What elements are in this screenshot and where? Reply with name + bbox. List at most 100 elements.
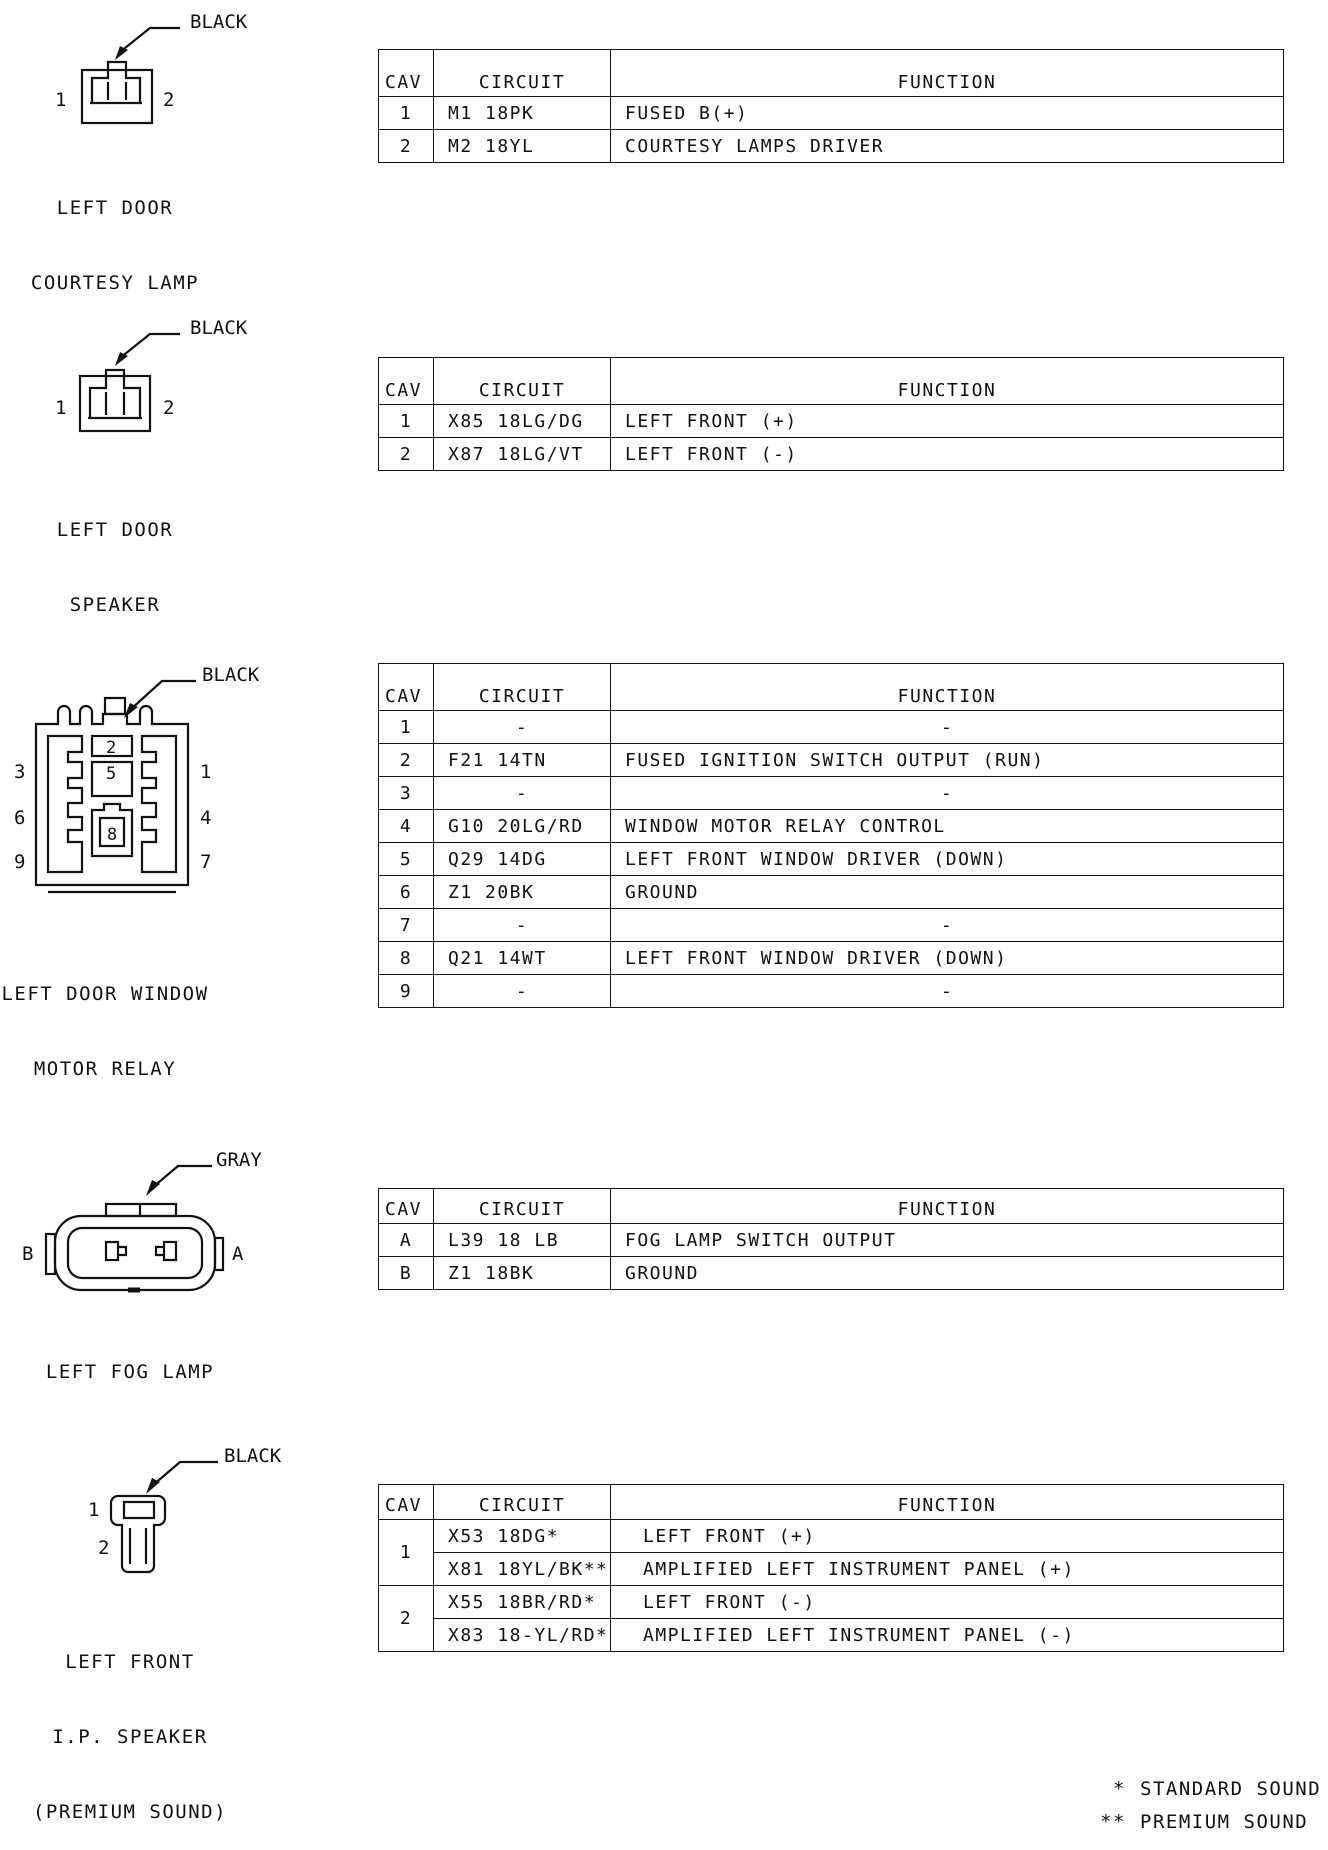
legend-symbol: * bbox=[1113, 1778, 1126, 1800]
table-header-row: CAV CIRCUIT FUNCTION bbox=[378, 1484, 1284, 1520]
pin-label: 9 bbox=[14, 851, 25, 873]
header-cav: CAV bbox=[378, 49, 434, 97]
window-relay-connector-diagram: BLACK 3 1 2 5 6 4 8 9 7 bbox=[14, 664, 260, 894]
table-row: 3 - - bbox=[378, 776, 1284, 810]
connector-title: LEFT DOOR WINDOW MOTOR RELAY bbox=[0, 932, 210, 1107]
pointer-arrow-icon bbox=[146, 1478, 160, 1494]
cav-cell: 2 bbox=[378, 743, 434, 777]
function-cell: WINDOW MOTOR RELAY CONTROL bbox=[610, 809, 1284, 843]
header-function: FUNCTION bbox=[610, 49, 1284, 97]
table-row: A L39 18 LB FOG LAMP SWITCH OUTPUT bbox=[378, 1223, 1284, 1257]
pin-label: 3 bbox=[14, 761, 25, 783]
title-line: SPEAKER bbox=[69, 594, 161, 616]
door-speaker-connector-diagram: BLACK 1 2 bbox=[55, 317, 248, 433]
function-cell: AMPLIFIED LEFT INSTRUMENT PANEL (+) bbox=[610, 1552, 1284, 1586]
pin-label: 1 bbox=[88, 1499, 99, 1521]
courtesy-lamp-pin-table: CAV CIRCUIT FUNCTION 1 M1 18PK FUSED B(+… bbox=[378, 49, 1284, 163]
header-circuit: CIRCUIT bbox=[433, 357, 611, 405]
connector-color-label: BLACK bbox=[202, 664, 260, 686]
header-function: FUNCTION bbox=[610, 357, 1284, 405]
function-cell: - bbox=[610, 908, 1284, 942]
function-cell: - bbox=[610, 776, 1284, 810]
table-row: 2 X87 18LG/VT LEFT FRONT (-) bbox=[378, 437, 1284, 471]
pointer-arrow-icon bbox=[115, 352, 128, 366]
fog-lamp-connector-diagram: GRAY B A bbox=[22, 1149, 262, 1293]
title-line: (PREMIUM SOUND) bbox=[32, 1801, 228, 1823]
function-cell: LEFT FRONT (-) bbox=[610, 437, 1284, 471]
pointer-arrow-icon bbox=[115, 46, 128, 60]
pin-label: 2 bbox=[163, 397, 174, 419]
pin-label: 4 bbox=[200, 807, 211, 829]
circuit-cell: X55 18BR/RD* bbox=[433, 1585, 611, 1619]
circuit-cell: Z1 20BK bbox=[433, 875, 611, 909]
pin-label: 8 bbox=[107, 825, 117, 845]
pin-label: 2 bbox=[98, 1537, 109, 1559]
door-speaker-pin-table: CAV CIRCUIT FUNCTION 1 X85 18LG/DG LEFT … bbox=[378, 357, 1284, 471]
circuit-cell: Z1 18BK bbox=[433, 1256, 611, 1290]
pointer-arrow-icon bbox=[146, 1180, 160, 1196]
header-cav: CAV bbox=[378, 357, 434, 405]
sound-legend: *STANDARD SOUND **PREMIUM SOUND bbox=[1076, 1778, 1321, 1844]
table-row: 7 - - bbox=[378, 908, 1284, 942]
function-cell: LEFT FRONT (+) bbox=[610, 404, 1284, 438]
table-row: 1 - - bbox=[378, 710, 1284, 744]
title-line: LEFT DOOR WINDOW bbox=[1, 983, 209, 1005]
pin-label: 1 bbox=[55, 397, 66, 419]
cav-cell: 4 bbox=[378, 809, 434, 843]
circuit-cell: Q29 14DG bbox=[433, 842, 611, 876]
circuit-cell: - bbox=[433, 974, 611, 1008]
table-row: 9 - - bbox=[378, 974, 1284, 1008]
circuit-cell: - bbox=[433, 710, 611, 744]
table-row: 4 G10 20LG/RD WINDOW MOTOR RELAY CONTROL bbox=[378, 809, 1284, 843]
circuit-cell: M1 18PK bbox=[433, 96, 611, 130]
function-cell: LEFT FRONT WINDOW DRIVER (DOWN) bbox=[610, 941, 1284, 975]
cav-cell: 3 bbox=[378, 776, 434, 810]
cav-cell: 2 bbox=[378, 437, 434, 471]
table-row: 2 F21 14TN FUSED IGNITION SWITCH OUTPUT … bbox=[378, 743, 1284, 777]
pin-label: 5 bbox=[106, 764, 116, 784]
table-row: 1 M1 18PK FUSED B(+) bbox=[378, 96, 1284, 130]
title-line: LEFT FOG LAMP bbox=[45, 1361, 215, 1383]
header-function: FUNCTION bbox=[610, 1188, 1284, 1224]
ip-speaker-connector-diagram: BLACK 1 2 bbox=[88, 1445, 282, 1574]
circuit-cell: M2 18YL bbox=[433, 129, 611, 163]
function-cell: COURTESY LAMPS DRIVER bbox=[610, 129, 1284, 163]
header-circuit: CIRCUIT bbox=[433, 663, 611, 711]
function-cell: AMPLIFIED LEFT INSTRUMENT PANEL (-) bbox=[610, 1618, 1284, 1652]
function-cell: FUSED B(+) bbox=[610, 96, 1284, 130]
table-header-row: CAV CIRCUIT FUNCTION bbox=[378, 663, 1284, 711]
circuit-cell: Q21 14WT bbox=[433, 941, 611, 975]
window-relay-pin-table: CAV CIRCUIT FUNCTION 1 - - 2 F21 14TN FU… bbox=[378, 663, 1284, 1008]
circuit-cell: F21 14TN bbox=[433, 743, 611, 777]
table-row: 5 Q29 14DG LEFT FRONT WINDOW DRIVER (DOW… bbox=[378, 842, 1284, 876]
table-row: 6 Z1 20BK GROUND bbox=[378, 875, 1284, 909]
cav-cell: 2 bbox=[378, 1585, 434, 1652]
cav-cell: 7 bbox=[378, 908, 434, 942]
pin-label: 6 bbox=[14, 807, 25, 829]
connector-title: LEFT DOOR SPEAKER bbox=[10, 468, 220, 643]
function-cell: LEFT FRONT (+) bbox=[610, 1519, 1284, 1553]
cav-cell: 5 bbox=[378, 842, 434, 876]
pin-label: 2 bbox=[106, 738, 116, 758]
table-header-row: CAV CIRCUIT FUNCTION bbox=[378, 1188, 1284, 1224]
cav-cell: 1 bbox=[378, 404, 434, 438]
circuit-cell: G10 20LG/RD bbox=[433, 809, 611, 843]
circuit-cell: X83 18-YL/RD** bbox=[433, 1618, 611, 1652]
cav-cell: 9 bbox=[378, 974, 434, 1008]
pin-label: 2 bbox=[163, 89, 174, 111]
connector-color-label: BLACK bbox=[190, 317, 248, 339]
table-row: 2 M2 18YL COURTESY LAMPS DRIVER bbox=[378, 129, 1284, 163]
function-cell: - bbox=[610, 974, 1284, 1008]
connector-title: LEFT FOG LAMP bbox=[20, 1310, 240, 1410]
title-line: LEFT FRONT bbox=[65, 1651, 195, 1673]
header-cav: CAV bbox=[378, 663, 434, 711]
function-cell: - bbox=[610, 710, 1284, 744]
title-line: LEFT DOOR bbox=[56, 197, 174, 219]
title-line: LEFT DOOR bbox=[56, 519, 174, 541]
cav-cell: A bbox=[378, 1223, 434, 1257]
cav-cell: 1 bbox=[378, 96, 434, 130]
legend-symbol: ** bbox=[1100, 1811, 1126, 1833]
table-header-row: CAV CIRCUIT FUNCTION bbox=[378, 49, 1284, 97]
header-circuit: CIRCUIT bbox=[433, 1188, 611, 1224]
connector-title: LEFT DOOR COURTESY LAMP bbox=[10, 146, 220, 321]
